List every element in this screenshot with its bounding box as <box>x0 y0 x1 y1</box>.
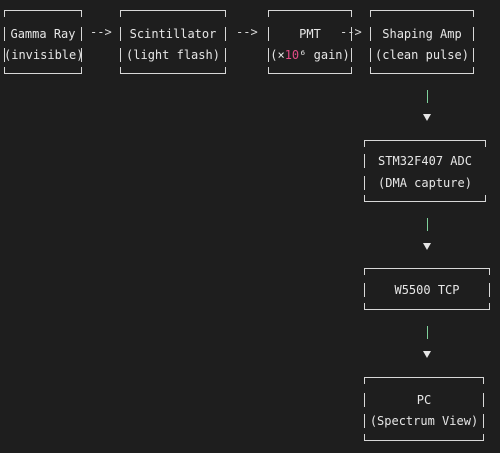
node-pmt: PMT (×10⁶ gain) <box>268 10 352 74</box>
node-subtitle: (clean pulse) <box>375 48 469 62</box>
arrow-down-stem <box>427 90 428 103</box>
gain-suffix: gain) <box>306 48 350 62</box>
node-w5500-tcp: W5500 TCP <box>364 268 490 310</box>
arrow-down-head <box>423 114 431 121</box>
node-title: STM32F407 ADC <box>378 154 472 168</box>
arrow-down-stem <box>427 326 428 339</box>
gain-exponent: ⁶ <box>299 48 307 62</box>
arrow-right: --> <box>236 25 258 39</box>
gain-prefix: (× <box>270 48 285 62</box>
arrow-right: --> <box>340 25 362 39</box>
node-gamma-ray: Gamma Ray (invisible) <box>4 10 84 74</box>
node-adc: STM32F407 ADC (DMA capture) <box>364 140 486 202</box>
node-title: PMT <box>299 27 321 41</box>
arrow-down-stem <box>427 218 428 231</box>
arrow-down-head <box>423 351 431 358</box>
node-subtitle: (×10⁶ gain) <box>268 48 352 62</box>
node-title: W5500 TCP <box>394 283 460 297</box>
node-title: PC <box>416 393 432 407</box>
node-title: Gamma Ray <box>10 27 76 41</box>
node-scintillator: Scintillator (light flash) <box>120 10 226 74</box>
node-subtitle: (DMA capture) <box>378 176 472 190</box>
node-pc: PC (Spectrum View) <box>364 377 484 441</box>
node-title: Scintillator <box>129 27 217 41</box>
node-subtitle: (light flash) <box>126 48 220 62</box>
node-shaping-amp: Shaping Amp (clean pulse) <box>370 10 474 74</box>
node-title: Shaping Amp <box>382 27 462 41</box>
arrow-down-head <box>423 243 431 250</box>
gain-base: 10 <box>284 48 300 62</box>
node-subtitle: (Spectrum View) <box>369 414 479 428</box>
node-subtitle: (invisible) <box>4 48 84 62</box>
arrow-right: --> <box>90 25 112 39</box>
